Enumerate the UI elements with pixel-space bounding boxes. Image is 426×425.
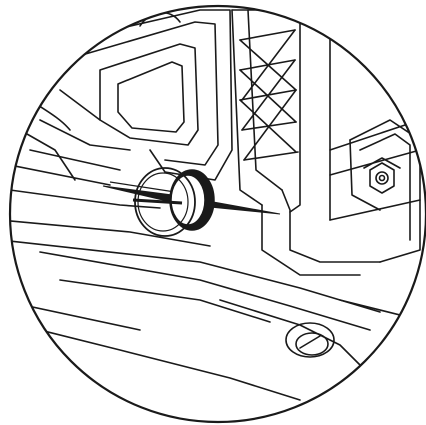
drain-hole [285, 322, 335, 358]
detail-circle-frame [8, 4, 426, 424]
plug-grommet [132, 167, 215, 237]
lattice-rib-structure [231, 9, 421, 276]
hex-bolt [363, 157, 401, 194]
molded-panel-frame [10, 299, 421, 401]
molded-panel-frame [10, 9, 381, 331]
